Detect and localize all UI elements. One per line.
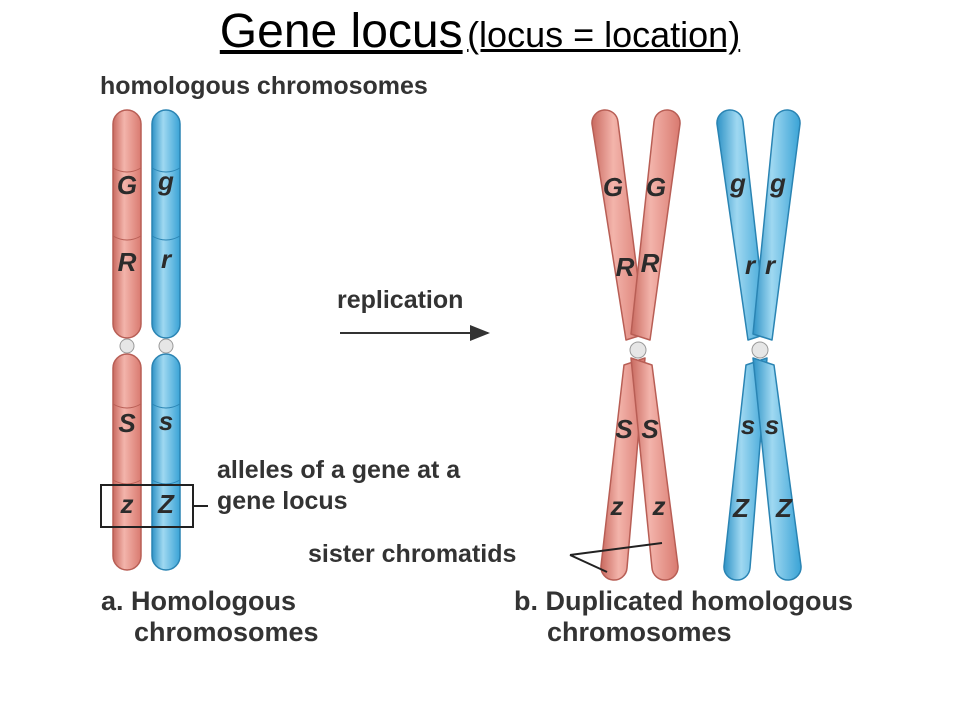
- allele-blue-dup-left-Z: Z: [732, 493, 750, 523]
- title-sub: (locus = location): [467, 14, 741, 55]
- allele-blue-dup-left-s: s: [741, 410, 755, 440]
- allele-blue-dup-right-Z: Z: [775, 493, 793, 523]
- allele-pink-dup-left-R: R: [616, 252, 635, 282]
- homologous-heading: homologous chromosomes: [100, 72, 428, 100]
- caption-b-line1: b. Duplicated homologous: [514, 586, 853, 616]
- page-title: Gene locus (locus = location): [0, 4, 960, 59]
- allele-pink-dup-right-z: z: [652, 491, 666, 521]
- sister-chromatids-pointer-lower: [569, 554, 608, 573]
- allele-blue-dup-left-r: r: [745, 250, 757, 280]
- blue-chromatid-left-upper: [716, 109, 768, 341]
- caption-a-line1: a. Homologous: [101, 586, 296, 616]
- allele-pink-S: S: [118, 408, 136, 438]
- allele-pink-G: G: [117, 170, 137, 200]
- alleles-label-line1: alleles of a gene at a: [217, 456, 461, 484]
- allele-pink-dup-right-G: G: [646, 172, 666, 202]
- sister-chromatids-label: sister chromatids: [308, 540, 516, 568]
- allele-blue-r: r: [161, 244, 173, 274]
- replication-label: replication: [337, 286, 463, 314]
- pink-chromatid-left-upper: [591, 109, 646, 341]
- allele-pink-dup-left-S: S: [615, 414, 633, 444]
- allele-pink-R: R: [118, 247, 137, 277]
- caption-a-line2: chromosomes: [134, 617, 319, 647]
- allele-pink-z: z: [120, 489, 134, 519]
- duplicated-pink-chromosome: G G R R S S z z: [591, 109, 681, 581]
- blue-chromatid-left-lower: [723, 357, 768, 581]
- blue-chromosome-lower-arm: [151, 353, 181, 571]
- title-main: Gene locus: [219, 5, 463, 58]
- allele-blue-g: g: [157, 166, 174, 196]
- caption-b-line2: chromosomes: [547, 617, 732, 647]
- allele-pink-dup-left-G: G: [603, 172, 623, 202]
- pink-centromere: [119, 338, 135, 354]
- allele-blue-dup-right-g: g: [769, 168, 786, 198]
- blue-chromosome-upper-arm: [151, 109, 181, 339]
- duplicated-blue-chromosome: g g r r s s Z Z: [716, 109, 802, 581]
- blue-chromatid-right-lower: [752, 357, 802, 581]
- pink-chromatid-right-upper: [630, 109, 681, 341]
- allele-pink-dup-right-R: R: [641, 248, 660, 278]
- blue-centromere: [158, 338, 174, 354]
- sister-chromatids-pointer-upper: [569, 542, 663, 556]
- pink-dup-centromere: [629, 341, 647, 359]
- allele-blue-dup-left-g: g: [729, 168, 746, 198]
- allele-blue-Z: Z: [157, 489, 175, 519]
- pink-chromosome-lower-arm: [112, 353, 142, 571]
- alleles-label-line2: gene locus: [217, 487, 348, 515]
- homologous-pair: G R S z g r s Z: [112, 109, 181, 571]
- pink-chromosome-upper-arm: [112, 109, 142, 339]
- allele-pink-dup-left-z: z: [610, 491, 624, 521]
- blue-dup-centromere: [751, 341, 769, 359]
- allele-blue-s: s: [159, 406, 173, 436]
- allele-blue-dup-right-s: s: [765, 410, 779, 440]
- blue-chromatid-right-upper: [752, 109, 801, 341]
- allele-pink-dup-right-S: S: [641, 414, 659, 444]
- pink-chromatid-right-lower: [630, 357, 679, 581]
- allele-blue-dup-right-r: r: [765, 250, 777, 280]
